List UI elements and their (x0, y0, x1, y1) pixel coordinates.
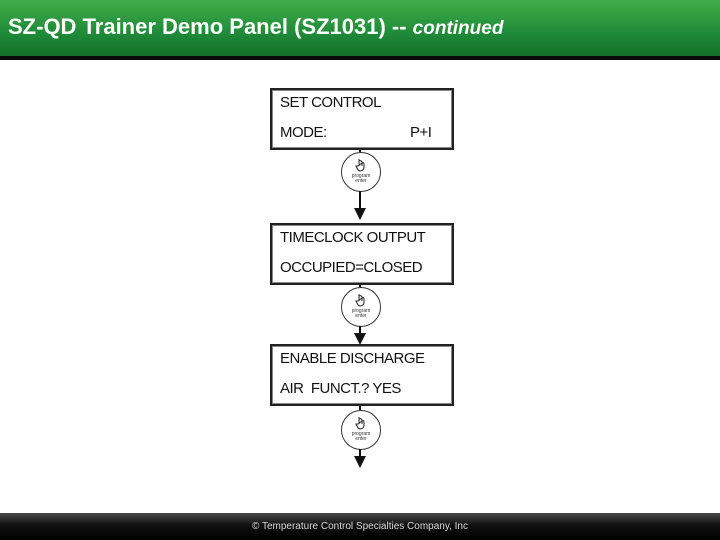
footer-bar: © Temperature Control Specialties Compan… (0, 513, 720, 540)
header-bar: SZ-QD Trainer Demo Panel (SZ1031) -- con… (0, 0, 720, 60)
lcd-line-2: OCCUPIED=CLOSED (280, 259, 423, 276)
lcd-line-2-label: OCCUPIED=CLOSED (280, 259, 423, 276)
lcd-line-1: TIMECLOCK OUTPUT (280, 229, 426, 246)
copyright-text: © Temperature Control Specialties Compan… (252, 521, 468, 532)
title-subtitle: continued (412, 18, 504, 39)
connector-line (359, 285, 361, 287)
page-title: SZ-QD Trainer Demo Panel (SZ1031) -- con… (8, 14, 503, 40)
lcd-line-2-label: AIR FUNCT.? YES (280, 380, 401, 397)
lcd-line-2-label: MODE: (280, 124, 327, 141)
title-text: SZ-QD Trainer Demo Panel (SZ1031) -- (8, 14, 407, 39)
lcd-line-1: ENABLE DISCHARGE (280, 350, 425, 367)
lcd-line-2: AIR FUNCT.? YES (280, 380, 401, 397)
lcd-line-1: SET CONTROL (280, 94, 381, 111)
connector-line (359, 449, 361, 458)
flow-arrow (354, 333, 366, 345)
connector-line (359, 150, 361, 152)
connector-line (359, 406, 361, 410)
connector-line (359, 191, 361, 209)
connector-line (359, 326, 361, 334)
flow-arrow (354, 208, 366, 220)
flow-arrow (354, 456, 366, 468)
hand-press-icon (355, 159, 365, 172)
lcd-screen-timeclock-output: TIMECLOCK OUTPUT OCCUPIED=CLOSED (270, 223, 454, 285)
lcd-line-2: MODE: P+I (280, 124, 432, 141)
hand-press-icon (355, 294, 365, 307)
lcd-screen-set-control: SET CONTROL MODE: P+I (270, 88, 454, 150)
hand-press-icon (355, 417, 365, 430)
lcd-screen-enable-discharge: ENABLE DISCHARGE AIR FUNCT.? YES (270, 344, 454, 406)
lcd-line-2-value: P+I (410, 124, 432, 141)
